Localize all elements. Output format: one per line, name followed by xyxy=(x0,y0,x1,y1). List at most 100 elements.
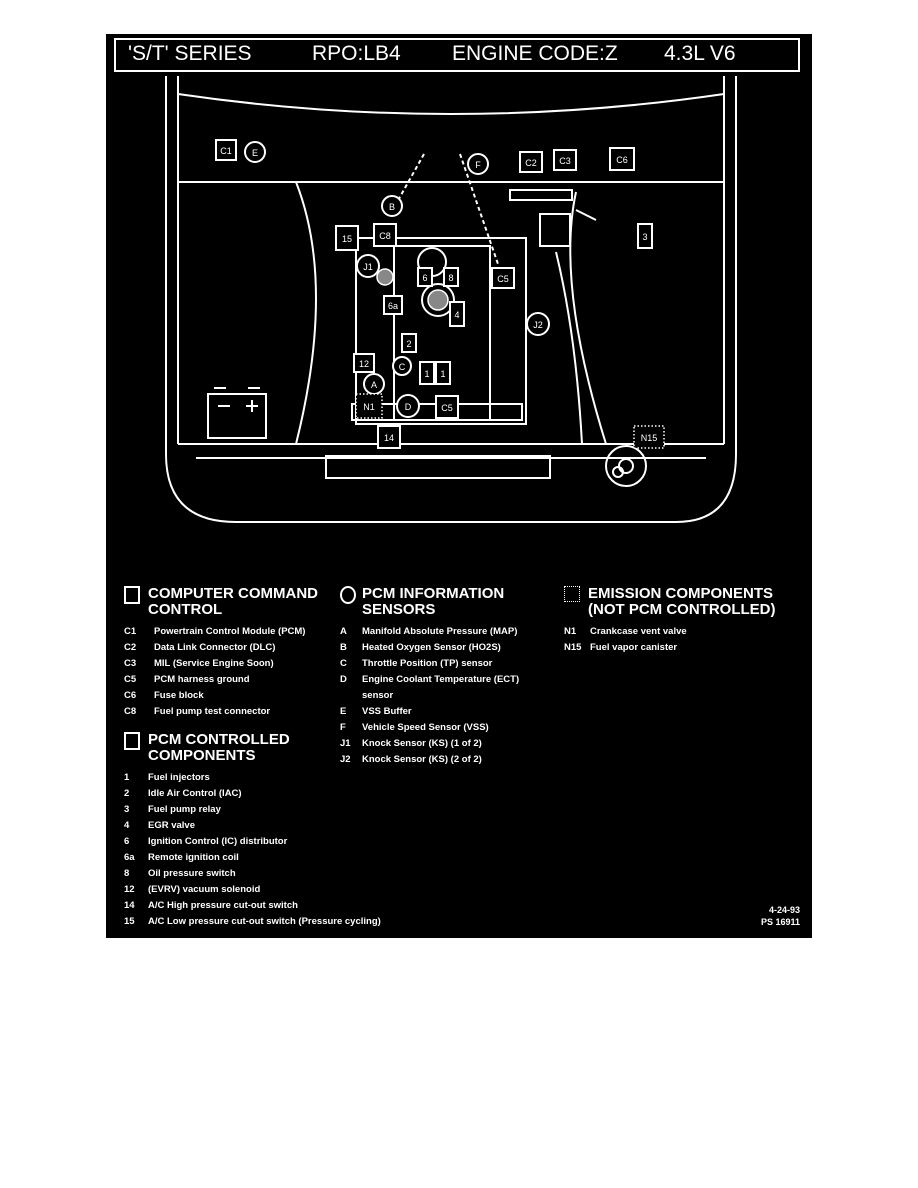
label-6a: 6a xyxy=(388,301,398,311)
legend-item-code: C8 xyxy=(124,706,137,717)
label-c2: C2 xyxy=(525,158,537,168)
label-n1: N1 xyxy=(363,402,375,412)
legend-item-code: F xyxy=(340,722,346,733)
marker-6a xyxy=(383,295,403,315)
harness-line-f xyxy=(459,153,499,265)
marker-2 xyxy=(401,333,417,353)
legend-item-text: Ignition Control (IC) distributor xyxy=(148,836,288,847)
legend-title-pcm-controlled: PCM CONTROLLED COMPONENTS xyxy=(148,731,290,764)
footer-date: 4-24-93 xyxy=(768,905,800,915)
air-cleaner-duct xyxy=(539,213,571,247)
legend-item-text: Fuel pump test connector xyxy=(154,706,271,717)
legend-item-code: 6a xyxy=(124,852,135,863)
left-wheelhouse xyxy=(295,181,317,445)
legend-item-text: Fuel pump relay xyxy=(148,804,221,815)
marker-c5a xyxy=(491,267,515,289)
legend-item-code: 4 xyxy=(124,820,130,831)
marker-3 xyxy=(637,223,653,249)
fuel-line xyxy=(555,251,583,445)
legend-item-text: Fuel injectors xyxy=(148,772,210,783)
legend-item: 14 A/C High pressure cut-out switch xyxy=(124,898,346,914)
air-cleaner xyxy=(509,189,573,201)
label-j1: J1 xyxy=(363,262,373,272)
legend-item-code: A xyxy=(340,626,347,637)
legend-item-text: sensor xyxy=(362,690,394,701)
label-6: 6 xyxy=(422,273,427,283)
marker-c3 xyxy=(553,149,577,171)
legend-item-text: Idle Air Control (IAC) xyxy=(148,788,242,799)
engine-compartment-diagram: C1 E F C2 C3 C6 B N15 C8 15 J1 6 8 C5 3 … xyxy=(165,76,737,523)
right-wheelhouse xyxy=(569,191,607,445)
marker-15 xyxy=(335,225,359,251)
legend-item-code: J2 xyxy=(340,754,351,765)
square-symbol-icon xyxy=(124,732,140,750)
series-title: 'S/T' SERIES xyxy=(128,42,252,65)
marker-c xyxy=(392,356,412,376)
label-c: C xyxy=(399,362,406,372)
legend-title-emission: EMISSION COMPONENTS (NOT PCM CONTROLLED) xyxy=(588,585,776,618)
legend-item-text: Crankcase vent valve xyxy=(590,626,687,637)
label-1b: 1 xyxy=(440,369,445,379)
label-b: B xyxy=(389,202,395,212)
marker-j1 xyxy=(356,254,380,278)
legend-item: C1 Powertrain Control Module (PCM) xyxy=(124,624,346,640)
legend-item-code: 14 xyxy=(124,900,135,911)
label-15: 15 xyxy=(342,234,352,244)
label-a: A xyxy=(371,380,377,390)
footer-ps-number: PS 16911 xyxy=(760,917,800,927)
legend-item-text: Heated Oxygen Sensor (HO2S) xyxy=(362,642,501,653)
circle-symbol-icon xyxy=(340,586,356,604)
legend-item: 12(EVRV) vacuum solenoid xyxy=(124,882,346,898)
cowl-line xyxy=(177,93,725,115)
rpo-code: RPO:LB4 xyxy=(312,42,401,65)
legend-item-text: A/C High pressure cut-out switch xyxy=(148,900,298,911)
legend-item-text: Powertrain Control Module (PCM) xyxy=(154,626,306,637)
marker-n15 xyxy=(633,425,665,449)
label-e: E xyxy=(252,148,258,158)
diagram-panel: 'S/T' SERIES RPO:LB4 ENGINE CODE:Z 4.3L … xyxy=(106,34,812,938)
legend-item-code: C6 xyxy=(124,690,137,701)
legend-item-text: A/C Low pressure cut-out switch (Pressur… xyxy=(148,916,381,927)
legend-item-code: N15 xyxy=(564,642,582,653)
label-c8: C8 xyxy=(379,231,391,241)
marker-c6 xyxy=(609,147,635,171)
label-14: 14 xyxy=(384,433,394,443)
legend-item-text: Knock Sensor (KS) (1 of 2) xyxy=(362,738,482,749)
label-8: 8 xyxy=(448,273,453,283)
dotted-square-symbol-icon xyxy=(564,586,580,602)
vapor-canister-port-2 xyxy=(612,466,624,478)
harness-line-b xyxy=(395,153,425,205)
legend-item-code xyxy=(340,688,362,704)
battery xyxy=(207,393,267,439)
marker-c2 xyxy=(519,151,543,173)
marker-1a xyxy=(419,361,435,385)
air-intake-line xyxy=(575,209,597,221)
label-4: 4 xyxy=(454,310,459,320)
legend-item-text: Engine Coolant Temperature (ECT) xyxy=(362,674,520,685)
label-c3: C3 xyxy=(559,156,571,166)
vapor-canister-port xyxy=(618,458,634,474)
label-c1: C1 xyxy=(220,146,232,156)
legend-item-code: C1 xyxy=(124,626,137,637)
footer-reference: 4-24-93 PS 16911 xyxy=(761,904,800,928)
engine-code: ENGINE CODE:Z xyxy=(452,42,618,65)
legend-item-text: MIL (Service Engine Soon) xyxy=(154,658,274,669)
legend-item-text: Oil pressure switch xyxy=(148,868,236,879)
legend-item-text: Fuse block xyxy=(154,690,204,701)
label-d: D xyxy=(405,402,412,412)
legend-item-code: D xyxy=(340,674,347,685)
legend-item-text: (EVRV) vacuum solenoid xyxy=(148,884,261,895)
legend-title-pcm-info: PCM INFORMATION SENSORS xyxy=(362,585,505,618)
